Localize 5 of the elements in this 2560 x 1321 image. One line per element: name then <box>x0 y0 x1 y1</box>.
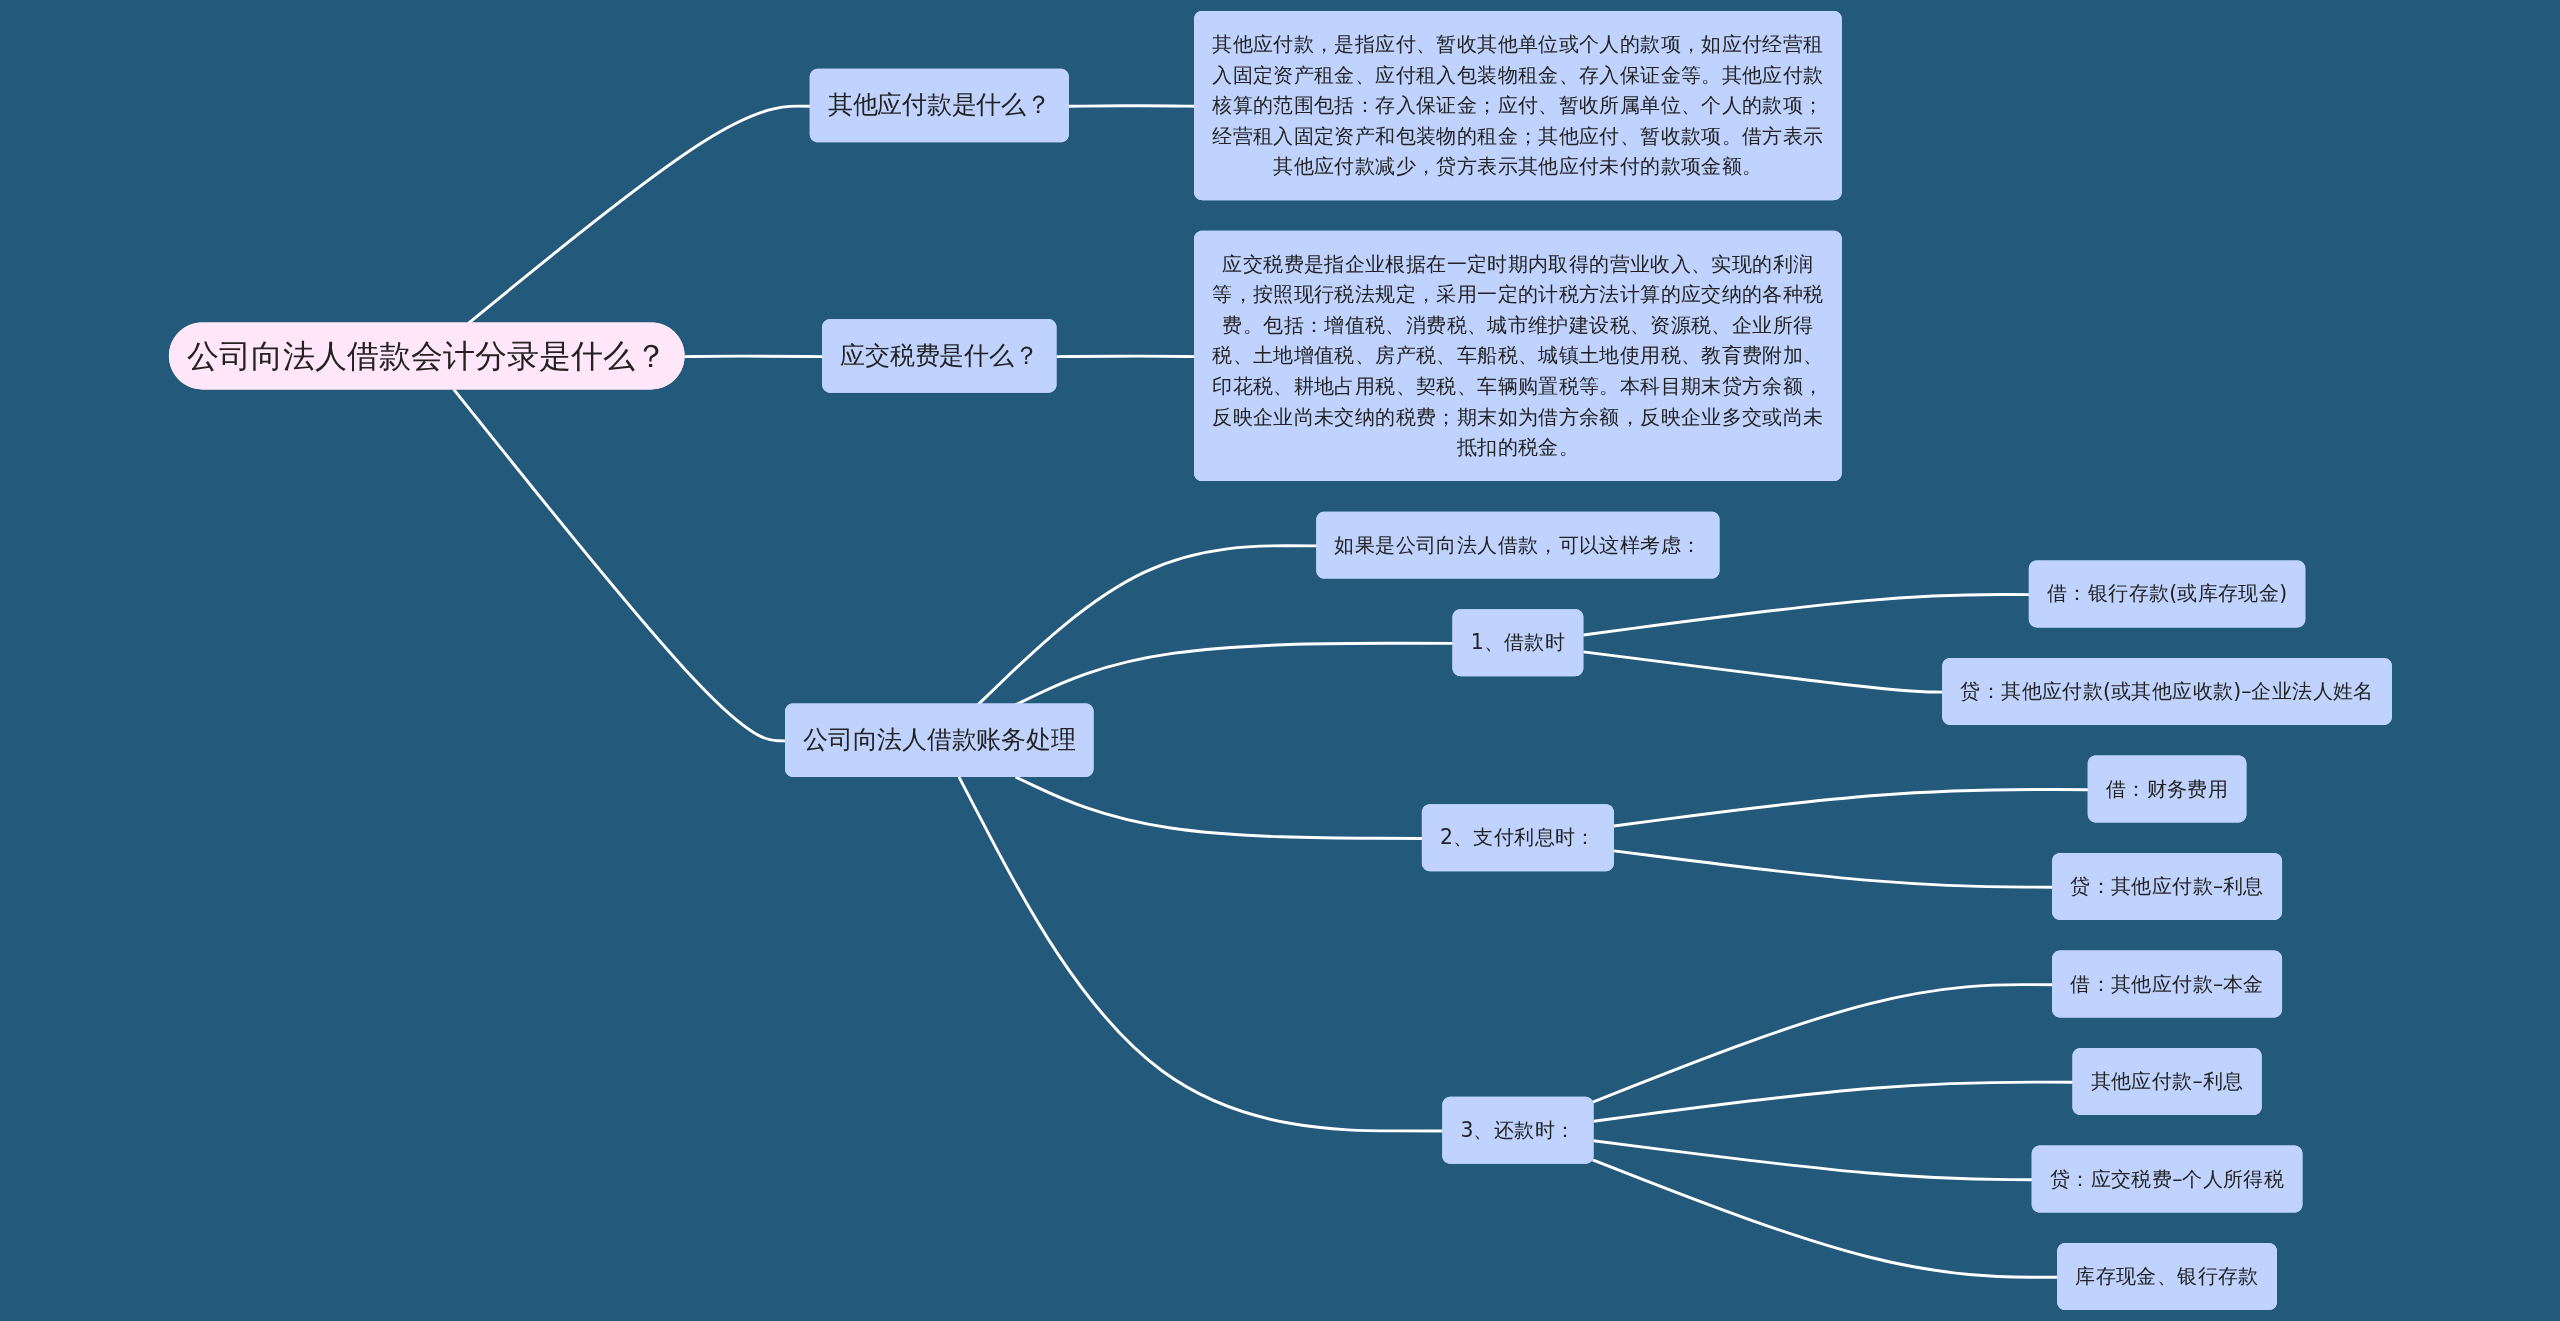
connector <box>1014 775 1423 840</box>
connector <box>1613 788 2089 828</box>
connector <box>466 104 811 325</box>
connector <box>1582 593 2030 637</box>
connector <box>1592 1139 2033 1182</box>
